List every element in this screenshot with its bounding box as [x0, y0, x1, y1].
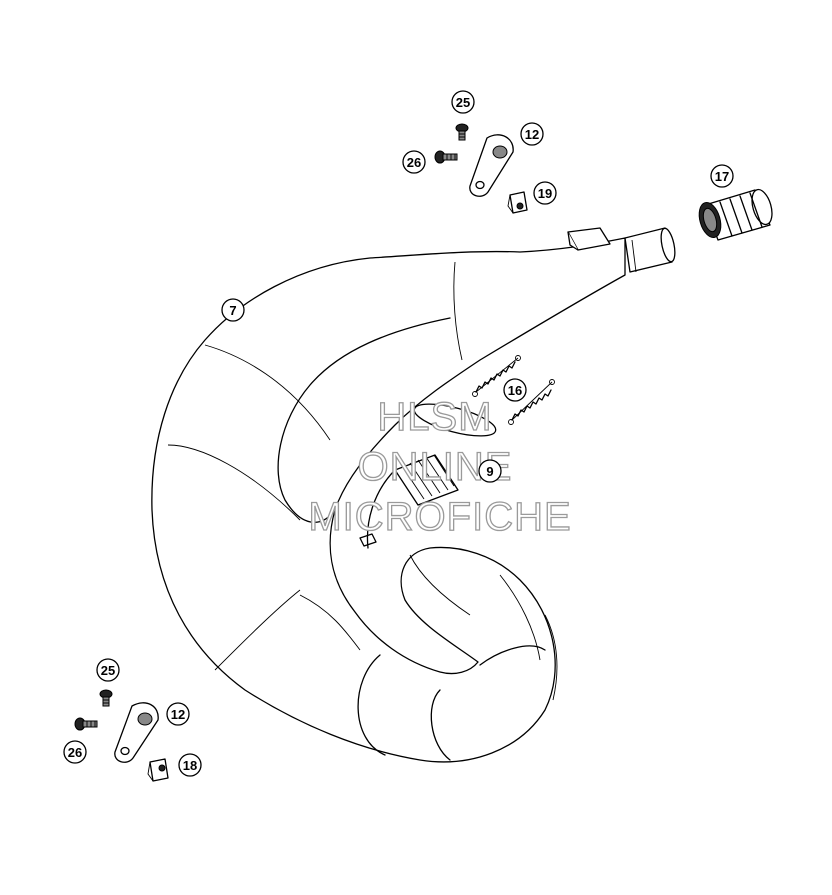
callout-12-top: 12: [520, 122, 544, 146]
callout-7: 7: [221, 298, 245, 322]
spring-2: [508, 379, 555, 425]
callout-19: 19: [533, 181, 557, 205]
watermark-line-1: HLSM: [377, 395, 492, 439]
callout-19-label: 19: [538, 186, 552, 201]
callout-9-label: 9: [486, 464, 493, 479]
top-hardware: [434, 123, 528, 214]
screw-25-bottom: [99, 689, 113, 707]
callout-12-top-label: 12: [525, 127, 539, 142]
callout-7-label: 7: [229, 303, 236, 318]
callout-25-bottom: 25: [96, 658, 120, 682]
outlet-pipe: [624, 227, 676, 273]
callout-17-label: 17: [715, 169, 729, 184]
callout-26-bottom-label: 26: [68, 745, 82, 760]
rubber-sleeve: [698, 188, 773, 241]
screw-26-top: [434, 150, 458, 164]
callout-16: 16: [503, 378, 527, 402]
watermark-line-3: MICROFICHE: [308, 495, 571, 539]
callout-18-label: 18: [183, 758, 197, 773]
callout-18: 18: [178, 753, 202, 777]
callout-26-top-label: 26: [407, 155, 421, 170]
screw-25-top: [455, 123, 469, 141]
callout-12-bottom: 12: [166, 702, 190, 726]
inlet-stub: [366, 454, 459, 549]
clip-nut-19: [507, 191, 528, 214]
callout-9: 9: [478, 459, 502, 483]
bottom-hardware: [74, 689, 169, 782]
bracket-12-top: [469, 134, 514, 197]
callout-12-bottom-label: 12: [171, 707, 185, 722]
callout-25-top: 25: [451, 90, 475, 114]
callout-26-bottom: 26: [63, 740, 87, 764]
clip-nut-18: [147, 758, 169, 782]
callout-16-label: 16: [508, 383, 522, 398]
exhaust-pipe: [151, 227, 676, 763]
callout-26-top: 26: [402, 150, 426, 174]
exhaust-springs: [472, 355, 555, 425]
callout-25-top-label: 25: [456, 95, 470, 110]
bracket-12-bottom: [114, 702, 159, 763]
spring-1: [472, 355, 521, 397]
screw-26-bottom: [74, 717, 98, 731]
pipe-bracket: [567, 227, 611, 251]
callout-17: 17: [710, 164, 734, 188]
callout-25-bottom-label: 25: [101, 663, 115, 678]
